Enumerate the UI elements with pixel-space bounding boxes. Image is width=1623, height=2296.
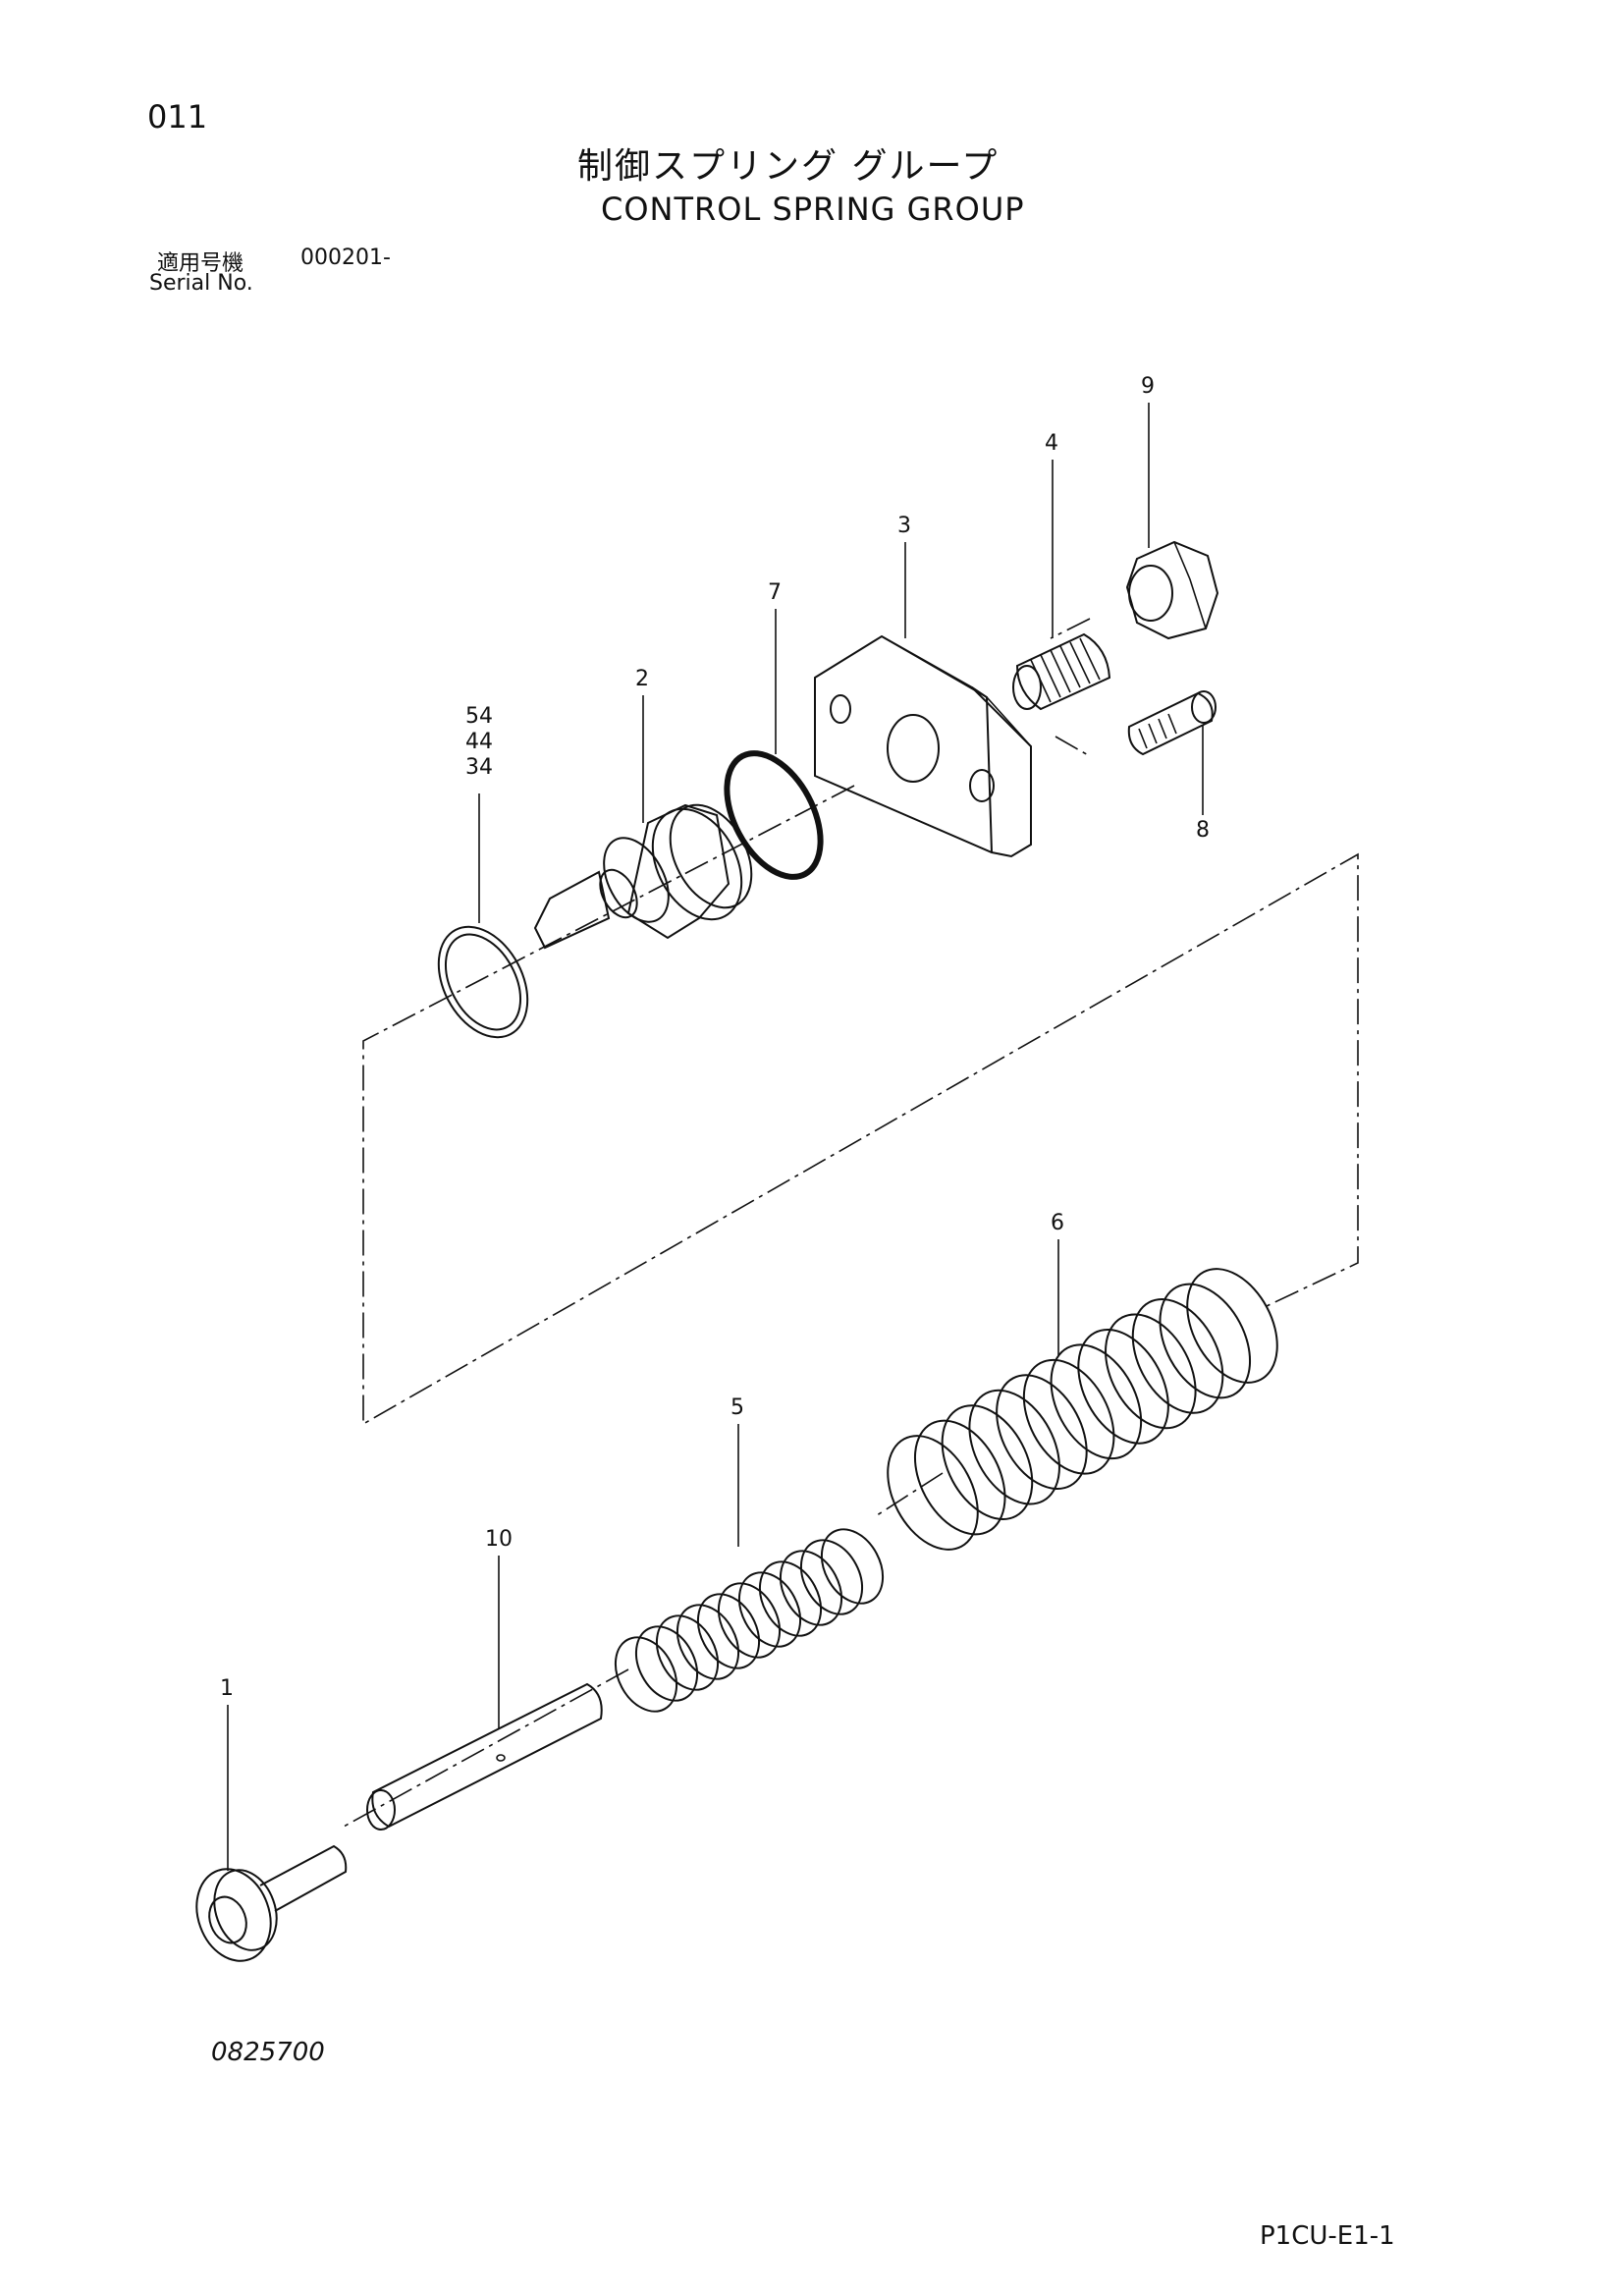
spring-coil [1050, 1343, 1143, 1460]
callout-numbers: 9 4 3 7 2 54 44 34 8 6 5 10 1 [220, 374, 1210, 1701]
part-9-hex-nut [1125, 540, 1219, 640]
serial-number-value: 000201- [300, 246, 391, 270]
callout-9: 9 [1141, 374, 1155, 399]
callout-1: 1 [220, 1676, 234, 1701]
part-8-socket-bolt [1127, 690, 1217, 756]
spring-coil [996, 1374, 1088, 1491]
callout-2: 2 [635, 667, 649, 691]
spring-coil [887, 1435, 979, 1551]
spring-coil [799, 1539, 864, 1615]
title-english: CONTROL SPRING GROUP [601, 191, 1025, 228]
callout-3: 3 [897, 514, 911, 538]
callout-7: 7 [768, 580, 782, 605]
spring-coil [717, 1582, 782, 1659]
spring-coil [820, 1528, 885, 1605]
spring-coil [913, 1419, 1006, 1536]
part-2-piston [533, 803, 753, 950]
spring-coil [696, 1593, 761, 1669]
part-10-sleeve [366, 1682, 603, 1831]
page-number: 011 [147, 98, 208, 136]
spring-coil [614, 1636, 678, 1713]
spring-coil [1186, 1268, 1278, 1384]
spring-coil [1077, 1328, 1169, 1445]
part-7-o-ring [724, 750, 824, 880]
part-3-cover-plate [814, 634, 1032, 858]
spring-coil [779, 1550, 843, 1626]
drawing-number: 0825700 [211, 2038, 325, 2067]
spring-coil [676, 1604, 740, 1680]
part-5-inner-spring [614, 1528, 885, 1713]
spring-coil [758, 1560, 823, 1637]
spring-coil [655, 1614, 720, 1691]
part-1-retainer [195, 1844, 348, 1962]
callout-4: 4 [1045, 431, 1058, 456]
spring-coil [1131, 1298, 1224, 1414]
page-code: P1CU-E1-1 [1260, 2221, 1395, 2251]
title-japanese: 制御スプリング グループ [577, 146, 1000, 187]
spring-coil [1022, 1358, 1115, 1475]
spring-coil [1159, 1283, 1252, 1399]
callout-5: 5 [730, 1395, 744, 1420]
spring-coil [737, 1571, 802, 1648]
callout-6: 6 [1051, 1211, 1064, 1235]
serial-label-english: Serial No. [149, 271, 253, 296]
part-6-outer-spring [887, 1268, 1278, 1551]
spring-coil [1105, 1313, 1197, 1430]
spring-coil [634, 1625, 699, 1702]
part-4-threaded-plug [1012, 632, 1111, 711]
callout-leader-lines [227, 403, 1204, 1871]
serial-label-japanese: 適用号機 [157, 251, 244, 276]
callout-10: 10 [485, 1527, 513, 1552]
spring-coil [968, 1389, 1060, 1505]
callout-34: 34 [465, 755, 493, 780]
assembly-axis-lines [343, 618, 1359, 1828]
callout-54: 54 [465, 704, 493, 729]
spring-coil [941, 1404, 1034, 1520]
callout-8: 8 [1196, 818, 1210, 843]
callout-44: 44 [465, 730, 493, 754]
part-54-44-34-shim [437, 925, 529, 1039]
